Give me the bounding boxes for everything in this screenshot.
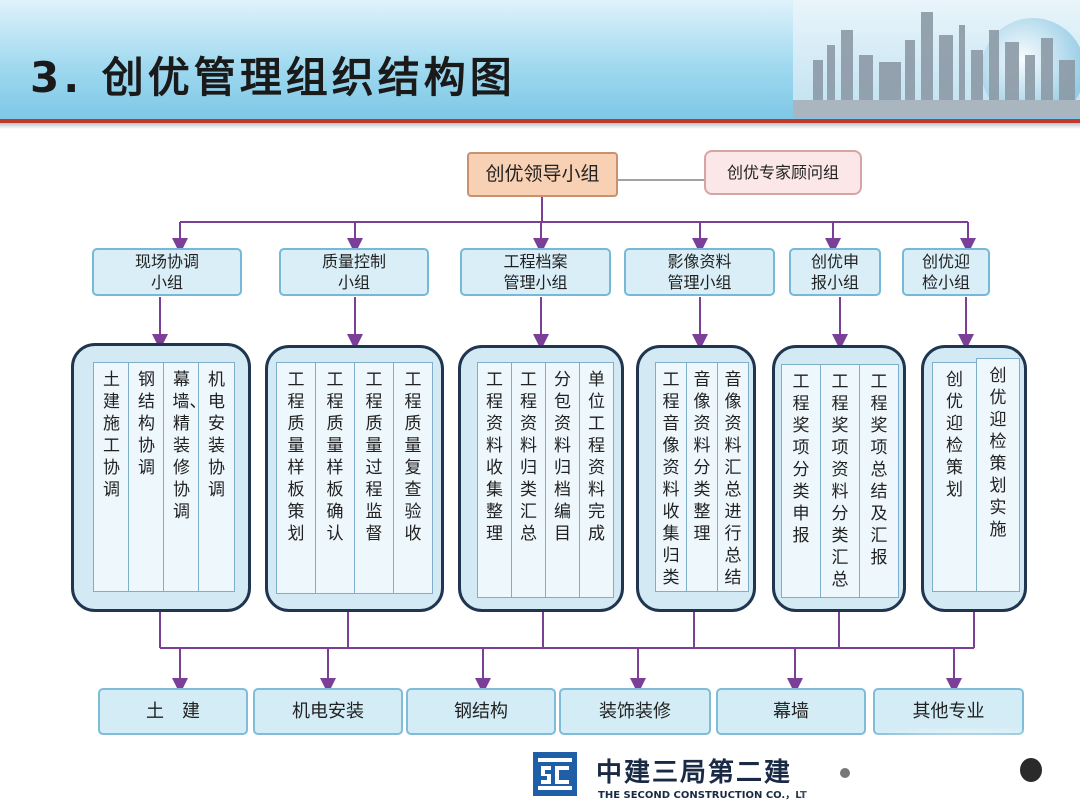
task-panel-award-application: 工程奖项分类申报 工程奖项资料分类汇总 工程奖项总结及汇报 <box>772 345 906 612</box>
trade-box-steel: 钢结构 <box>406 688 556 735</box>
task-column: 音像资料分类整理 <box>686 362 718 592</box>
leader-group-box: 创优领导小组 <box>467 152 618 197</box>
task-column: 工程质量样板确认 <box>315 362 355 594</box>
watermark-dot <box>1020 758 1042 782</box>
trade-box-curtain-wall: 幕墙 <box>716 688 866 735</box>
task-column: 工程资料收集整理 <box>477 362 512 598</box>
task-column: 幕墙、精装修协调 <box>163 362 207 592</box>
task-column: 工程音像资料收集归类 <box>655 362 687 592</box>
page-title: 3. 创优管理组织结构图 <box>30 53 516 102</box>
task-column: 工程质量样板策划 <box>276 362 316 594</box>
task-panel-imaging: 工程音像资料收集归类 音像资料分类整理 音像资料汇总进行总结 <box>636 345 756 612</box>
group-box-inspection: 创优迎 检小组 <box>902 248 990 296</box>
task-column: 创优迎检策划 <box>932 362 977 592</box>
task-column: 工程质量复查验收 <box>393 362 433 594</box>
group-box-archives: 工程档案 管理小组 <box>460 248 611 296</box>
group-box-award-application: 创优申 报小组 <box>789 248 881 296</box>
group-box-quality-control: 质量控制 小组 <box>279 248 429 296</box>
task-column: 机电安装协调 <box>198 362 235 592</box>
task-column: 单位工程资料完成 <box>579 362 614 598</box>
task-column: 土建施工协调 <box>93 362 130 592</box>
task-column: 音像资料汇总进行总结 <box>717 362 749 592</box>
company-name-en: THE SECOND CONSTRUCTION CO.，LT <box>598 790 807 801</box>
city-skyline-image <box>793 0 1080 118</box>
trade-box-mep: 机电安装 <box>253 688 403 735</box>
task-column: 分包资料归档编目 <box>545 362 580 598</box>
trade-box-civil: 土 建 <box>98 688 248 735</box>
company-logo-icon <box>533 752 577 796</box>
task-panel-inspection: 创优迎检策划 创优迎检策划实施 <box>921 345 1027 612</box>
task-column: 工程资料归类汇总 <box>511 362 546 598</box>
trade-box-decoration: 装饰装修 <box>559 688 711 735</box>
task-column: 工程奖项分类申报 <box>781 364 821 598</box>
header-accent-line <box>0 119 1080 123</box>
header-shadow <box>0 123 1080 129</box>
task-column: 创优迎检策划实施 <box>976 358 1020 592</box>
task-panel-archives: 工程资料收集整理 工程资料归类汇总 分包资料归档编目 单位工程资料完成 <box>458 345 624 612</box>
trade-box-other: 其他专业 <box>873 688 1024 735</box>
task-panel-quality-control: 工程质量样板策划 工程质量样板确认 工程质量过程监督 工程质量复查验收 <box>265 345 444 612</box>
watermark-dot <box>840 768 850 778</box>
group-box-imaging: 影像资料 管理小组 <box>624 248 775 296</box>
task-column: 工程奖项总结及汇报 <box>859 364 899 598</box>
task-column: 工程质量过程监督 <box>354 362 394 594</box>
company-name-cn: 中建三局第二建 <box>596 758 793 788</box>
group-box-site-coordination: 现场协调 小组 <box>92 248 242 296</box>
expert-group-box: 创优专家顾问组 <box>704 150 862 195</box>
task-column: 钢结构协调 <box>128 362 165 592</box>
task-column: 工程奖项资料分类汇总 <box>820 364 860 598</box>
task-panel-site-coordination: 土建施工协调 钢结构协调 幕墙、精装修协调 机电安装协调 <box>71 343 251 612</box>
